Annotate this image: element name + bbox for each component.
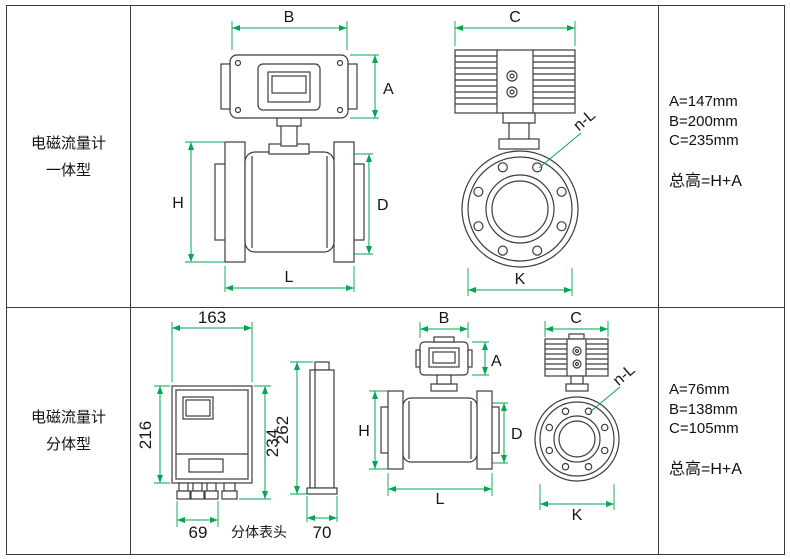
dim-label-K: K <box>515 271 526 288</box>
dim-label-A: A <box>383 81 394 98</box>
remote-converter-side-view: 262 70 <box>273 361 338 542</box>
dim-label-C: C <box>509 9 521 26</box>
flowmeter-front-view-small <box>380 336 500 470</box>
dim-label-262: 262 <box>273 416 292 444</box>
remote-converter-front-view <box>171 385 253 500</box>
dim-label-nL: n-L <box>610 361 639 389</box>
spec-a: A=76mm <box>669 381 730 398</box>
spec-total-height: 总高=H+A <box>669 460 742 478</box>
row-label-line1: 电磁流量计 <box>30 409 106 426</box>
dim-label-163: 163 <box>198 308 226 327</box>
front-view-dimensions: B A H D L <box>172 9 394 292</box>
dim-label-K: K <box>572 507 583 524</box>
dim-label-70: 70 <box>313 523 332 542</box>
flowmeter-side-view <box>454 49 579 268</box>
spec-b: B=138mm <box>669 400 738 418</box>
converter-caption: 分体表头 <box>231 524 287 540</box>
row-label-integrated: 电磁流量计 一体型 <box>7 6 131 308</box>
dim-label-A: A <box>491 353 502 370</box>
row-label-line2: 分体型 <box>45 436 91 453</box>
row-label-line2: 一体型 <box>45 161 91 179</box>
dim-label-D: D <box>377 197 389 214</box>
integrated-drawing: B A H D L <box>172 9 599 296</box>
row-label-remote: 电磁流量计 分体型 <box>7 308 131 554</box>
spec-c: C=235mm <box>669 132 739 149</box>
drawing-area-integrated: B A H D L <box>131 6 659 308</box>
flowmeter-side-view-small <box>534 333 620 482</box>
dim-label-L: L <box>285 269 294 286</box>
spec-a: A=147mm <box>669 93 738 110</box>
spec-table: 电磁流量计 一体型 <box>6 5 785 555</box>
dim-label-C: C <box>570 310 582 327</box>
spec-total-height: 总高=H+A <box>669 172 742 190</box>
remote-converter-dimensions: 163 216 234 69 分体表头 <box>136 308 287 542</box>
dim-label-L: L <box>436 491 445 508</box>
dim-label-216: 216 <box>136 421 155 449</box>
spec-b: B=200mm <box>669 112 738 130</box>
dim-label-234: 234 <box>263 429 282 457</box>
flowmeter-front-view <box>214 54 365 263</box>
dim-label-B: B <box>439 310 450 327</box>
dim-label-D: D <box>511 426 523 443</box>
dim-label-69: 69 <box>189 523 208 542</box>
row-label-line1: 电磁流量计 <box>30 134 106 152</box>
dim-label-H: H <box>358 423 370 440</box>
specs-integrated: A=147mm B=200mm C=235mm 总高=H+A <box>659 6 784 308</box>
remote-drawing: 163 216 234 69 分体表头 262 <box>136 308 639 542</box>
specs-remote: A=76mm B=138mm C=105mm 总高=H+A <box>659 308 784 554</box>
dim-label-H: H <box>172 195 184 212</box>
spec-c: C=105mm <box>669 420 739 437</box>
dim-label-B: B <box>284 9 295 26</box>
front-view-small-dimensions: B A H D L <box>358 310 522 508</box>
drawing-area-remote: 163 216 234 69 分体表头 262 <box>131 308 659 554</box>
